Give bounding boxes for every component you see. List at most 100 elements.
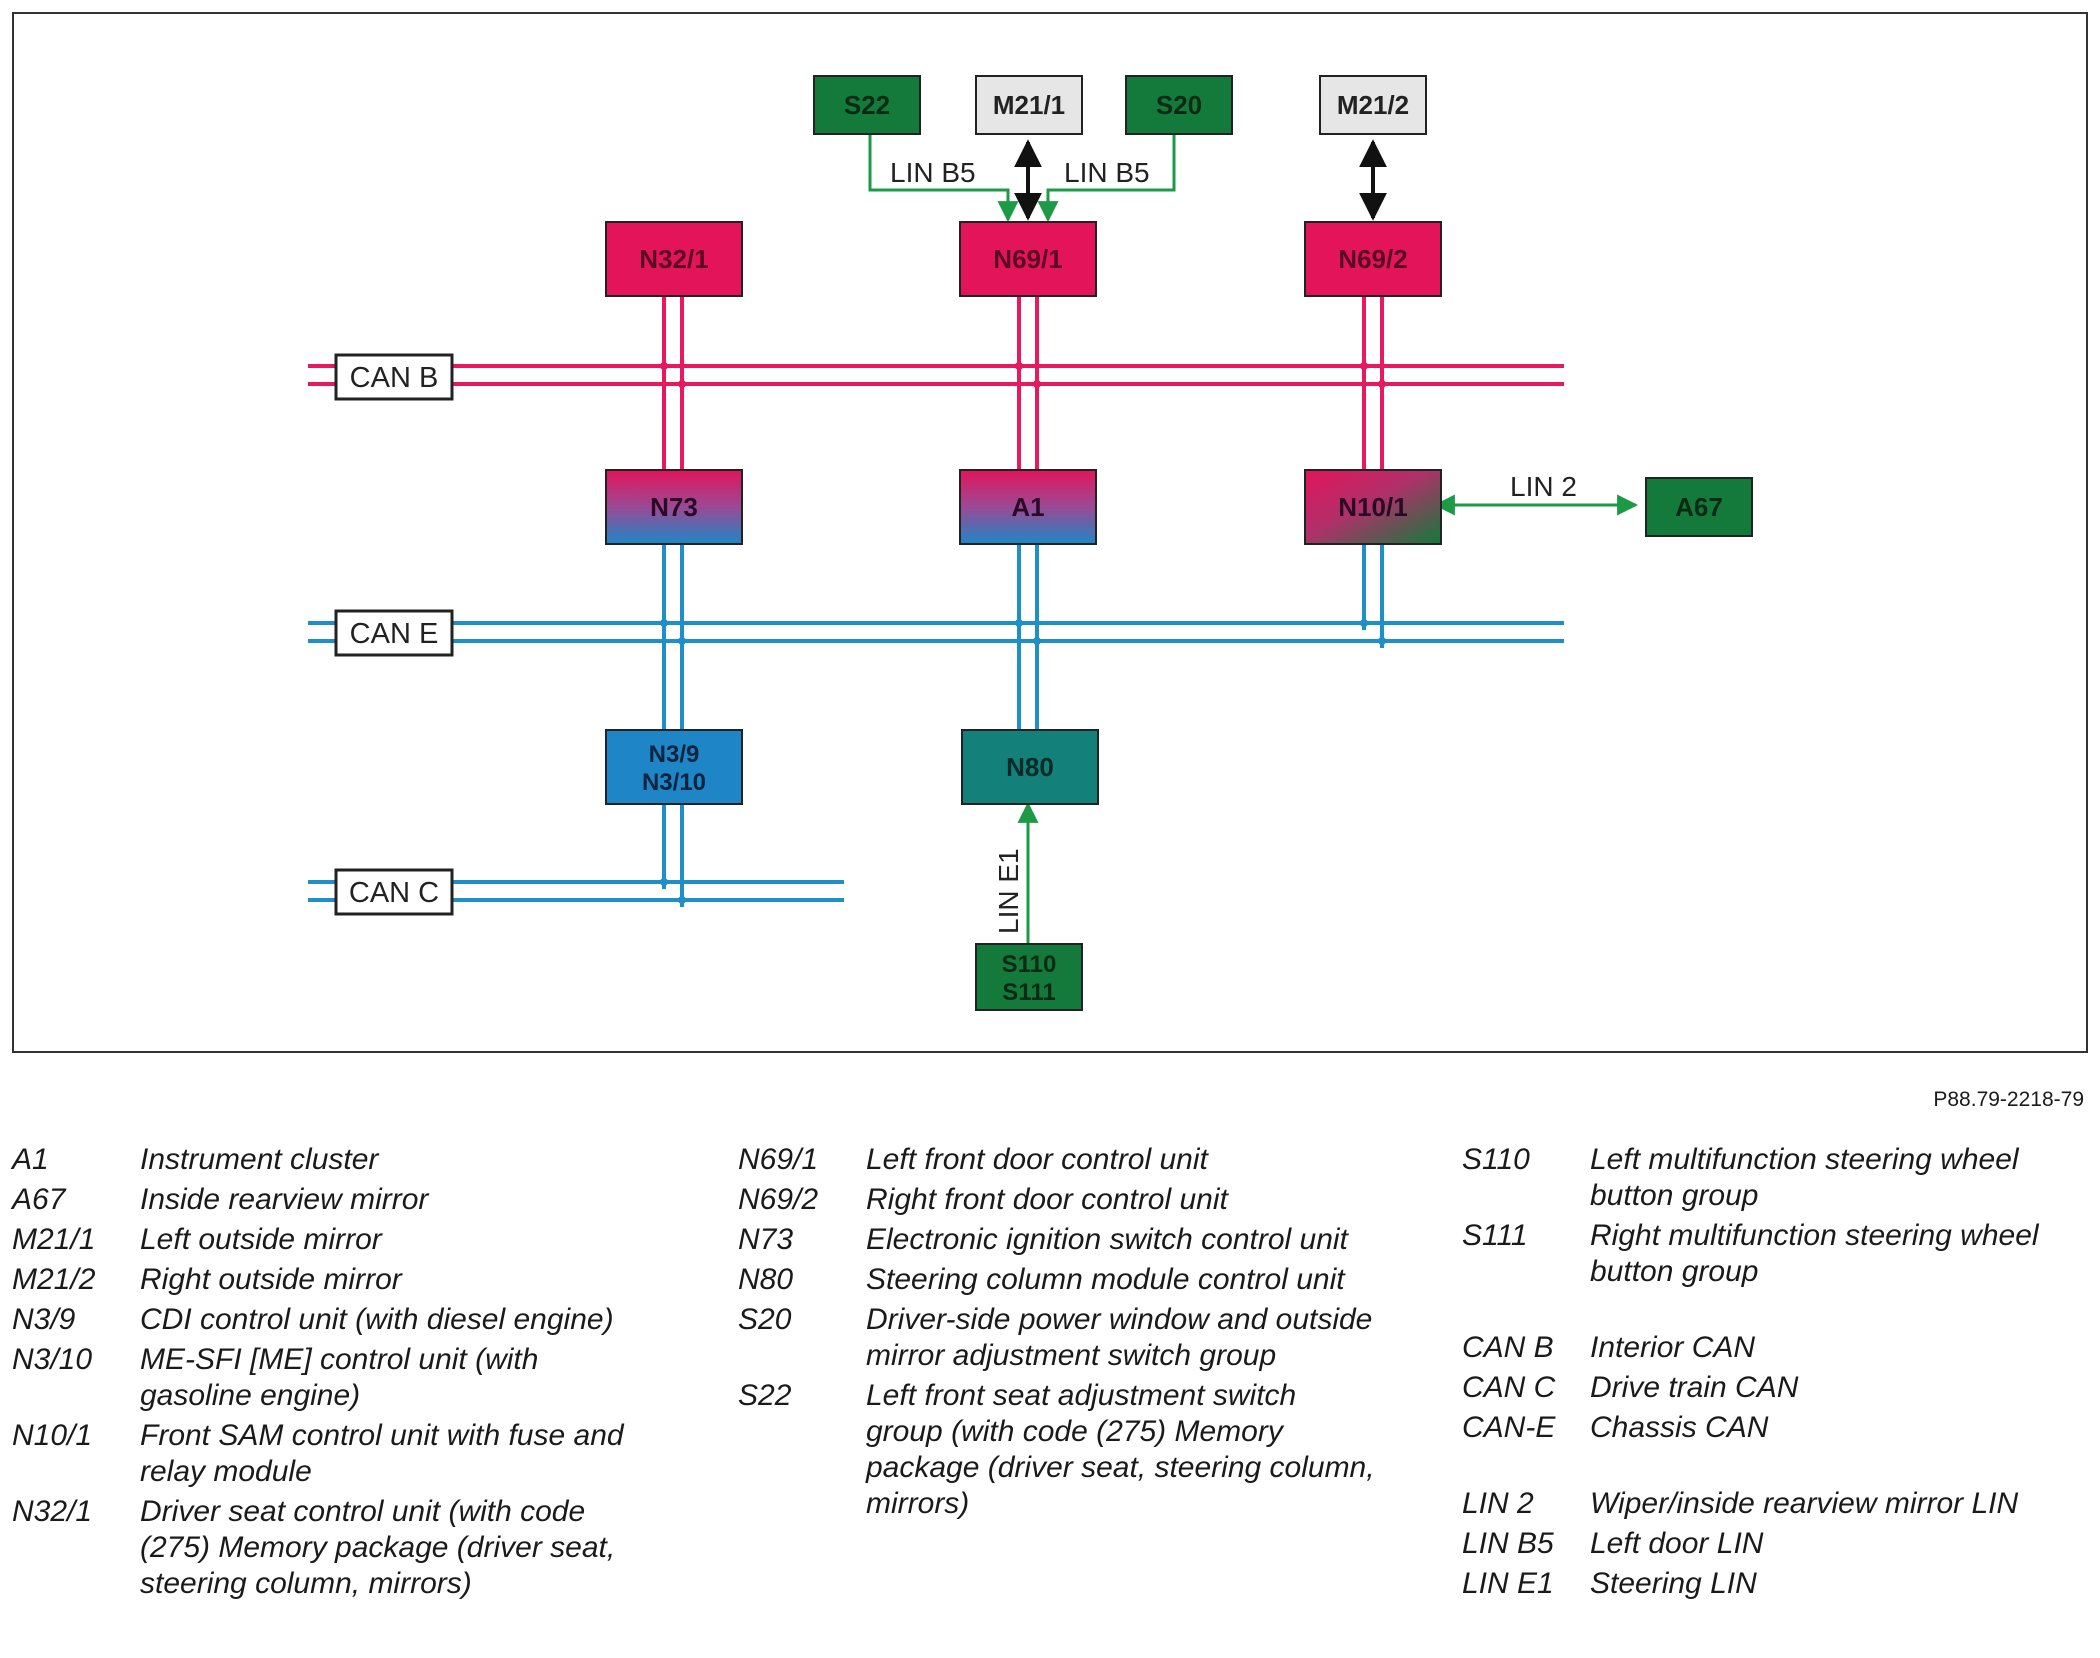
legend-description: Electronic ignition switch control unit xyxy=(866,1223,1348,1256)
legend-code: N3/9 xyxy=(12,1303,76,1336)
can-b-label-text: CAN B xyxy=(350,362,439,394)
legend-code: N69/1 xyxy=(738,1143,819,1176)
module-n80: N80 xyxy=(961,729,1099,805)
module-m21-2: M21/2 xyxy=(1319,75,1427,135)
lin-b5-links xyxy=(868,134,1176,223)
legend-description: Left front door control unit xyxy=(866,1143,1208,1176)
legend-description: Interior CAN xyxy=(1590,1331,1756,1364)
module-s20: S20 xyxy=(1125,75,1233,135)
module-n10-1: N10/1 xyxy=(1304,469,1442,545)
legend-description: Left multifunction steering wheel button… xyxy=(1590,1143,2019,1212)
module-n69-1: N69/1 xyxy=(959,221,1097,297)
legend-description: Wiper/inside rearview mirror LIN xyxy=(1590,1487,2019,1520)
legend-code: N73 xyxy=(738,1223,794,1256)
legend-row: N69/1 Left front door control unit xyxy=(738,1142,1378,1178)
legend-row: S110 Left multifunction steering wheel bu… xyxy=(1462,1142,2092,1214)
legend-row: N3/9 CDI control unit (with diesel engine… xyxy=(12,1302,652,1338)
legend-row: A67 Inside rearview mirror xyxy=(12,1182,652,1218)
legend-row: S111 Right multifunction steering wheel b… xyxy=(1462,1218,2092,1290)
module-s22: S22 xyxy=(813,75,921,135)
network-topology-svg: CAN B CAN E CAN C S22 M21/1 S20 M21/2 xyxy=(308,75,1753,1011)
legend-row: A1 Instrument cluster xyxy=(12,1142,652,1178)
legend-code: S111 xyxy=(1462,1219,1528,1252)
legend-group-steering: S110 Left multifunction steering wheel bu… xyxy=(1462,1142,2092,1290)
legend-code: A1 xyxy=(12,1143,49,1176)
legend-description: Right multifunction steering wheel butto… xyxy=(1590,1219,2039,1288)
module-n69-2-label: N69/2 xyxy=(1338,244,1407,274)
legend-code: CAN C xyxy=(1462,1371,1556,1404)
legend-description: Right outside mirror xyxy=(140,1263,402,1296)
legend-description: Left outside mirror xyxy=(140,1223,382,1256)
legend-row: LIN E1 Steering LIN xyxy=(1462,1566,2092,1602)
can-c-label: CAN C xyxy=(334,868,454,916)
legend-code: LIN 2 xyxy=(1462,1487,1534,1520)
figure-id: P88.79-2218-79 xyxy=(1933,1088,2084,1111)
legend-row: N3/10 ME-SFI [ME] control unit (with gaso… xyxy=(12,1342,652,1414)
legend-description: Chassis CAN xyxy=(1590,1411,1769,1444)
lin-e1-label: LIN E1 xyxy=(993,848,1024,934)
bus-junctions xyxy=(660,362,1386,904)
network-diagram: CAN B CAN E CAN C S22 M21/1 S20 M21/2 xyxy=(12,12,2088,1053)
legend-description: CDI control unit (with diesel engine) xyxy=(140,1303,614,1336)
lin-b5-left-label: LIN B5 xyxy=(890,157,976,188)
legend-description: Instrument cluster xyxy=(140,1143,379,1176)
legend-row: LIN 2 Wiper/inside rearview mirror LIN xyxy=(1462,1486,2092,1522)
module-a67-label: A67 xyxy=(1675,492,1723,522)
legend-code: N3/10 xyxy=(12,1343,93,1376)
legend-description: Drive train CAN xyxy=(1590,1371,1799,1404)
module-n32-1: N32/1 xyxy=(605,221,743,297)
module-s20-label: S20 xyxy=(1156,90,1202,120)
lin-b5-right-label: LIN B5 xyxy=(1064,157,1150,188)
legend-code: N10/1 xyxy=(12,1419,93,1452)
module-a67: A67 xyxy=(1645,477,1753,537)
legend-code: LIN E1 xyxy=(1462,1567,1554,1600)
can-b-bus xyxy=(308,364,1564,386)
can-b-label: CAN B xyxy=(334,353,454,401)
can-e-bus xyxy=(308,621,1564,643)
legend-description: Steering LIN xyxy=(1590,1567,1757,1600)
module-n73: N73 xyxy=(605,469,743,545)
module-m21-2-label: M21/2 xyxy=(1337,90,1409,120)
legend-code: LIN B5 xyxy=(1462,1527,1554,1560)
legend-row: CAN C Drive train CAN xyxy=(1462,1370,2092,1406)
legend-description: Left front seat adjustment switch group … xyxy=(866,1379,1375,1520)
legend-code: N69/2 xyxy=(738,1183,819,1216)
module-m21-1: M21/1 xyxy=(975,75,1083,135)
legend-row: S22 Left front seat adjustment switch gro… xyxy=(738,1378,1378,1522)
module-n10-1-label: N10/1 xyxy=(1338,492,1407,522)
legend-row: CAN-E Chassis CAN xyxy=(1462,1410,2092,1446)
legend-code: A67 xyxy=(12,1183,66,1216)
legend-column-3: S110 Left multifunction steering wheel bu… xyxy=(1462,1142,2092,1606)
module-n80-label: N80 xyxy=(1006,752,1054,782)
legend-description: ME-SFI [ME] control unit (with gasoline … xyxy=(140,1343,539,1412)
module-a1-label: A1 xyxy=(1011,492,1044,522)
legend-description: Steering column module control unit xyxy=(866,1263,1345,1296)
legend-code: S110 xyxy=(1462,1143,1530,1176)
legend-code: S20 xyxy=(738,1303,792,1336)
module-s22-label: S22 xyxy=(844,90,890,120)
legend-code: CAN-E xyxy=(1462,1411,1556,1444)
legend-description: Inside rearview mirror xyxy=(140,1183,429,1216)
legend-row: N73 Electronic ignition switch control un… xyxy=(738,1222,1378,1258)
module-m21-1-label: M21/1 xyxy=(993,90,1065,120)
can-e-label: CAN E xyxy=(334,609,454,657)
module-n73-label: N73 xyxy=(650,492,698,522)
can-c-label-text: CAN C xyxy=(349,877,439,909)
legend-code: S22 xyxy=(738,1379,792,1412)
can-e-label-text: CAN E xyxy=(350,618,439,650)
legend-code: N32/1 xyxy=(12,1495,93,1528)
